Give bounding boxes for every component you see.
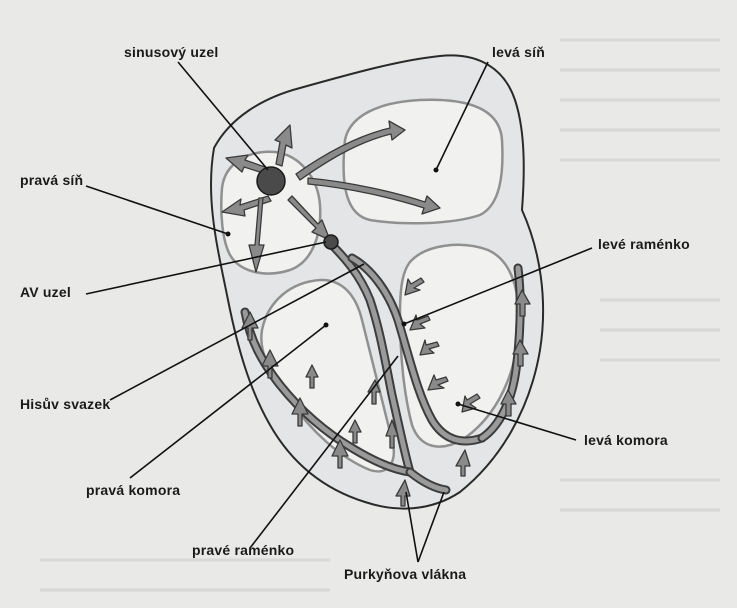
label-right-ventricle: pravá komora [86,482,180,498]
label-right-atrium: pravá síň [20,172,83,188]
label-sinus-node: sinusový uzel [124,44,218,60]
label-left-ventricle: levá komora [584,432,668,448]
label-left-atrium: levá síň [492,44,545,60]
label-av-node: AV uzel [20,284,71,300]
av-node [324,235,338,249]
sinus-node [257,167,285,195]
label-purkinje-fibers: Purkyňova vlákna [344,566,466,582]
label-right-bundle-branch: pravé raménko [192,542,294,558]
label-bundle-of-his: Hisův svazek [20,396,110,412]
label-left-bundle-branch: levé raménko [598,236,690,252]
